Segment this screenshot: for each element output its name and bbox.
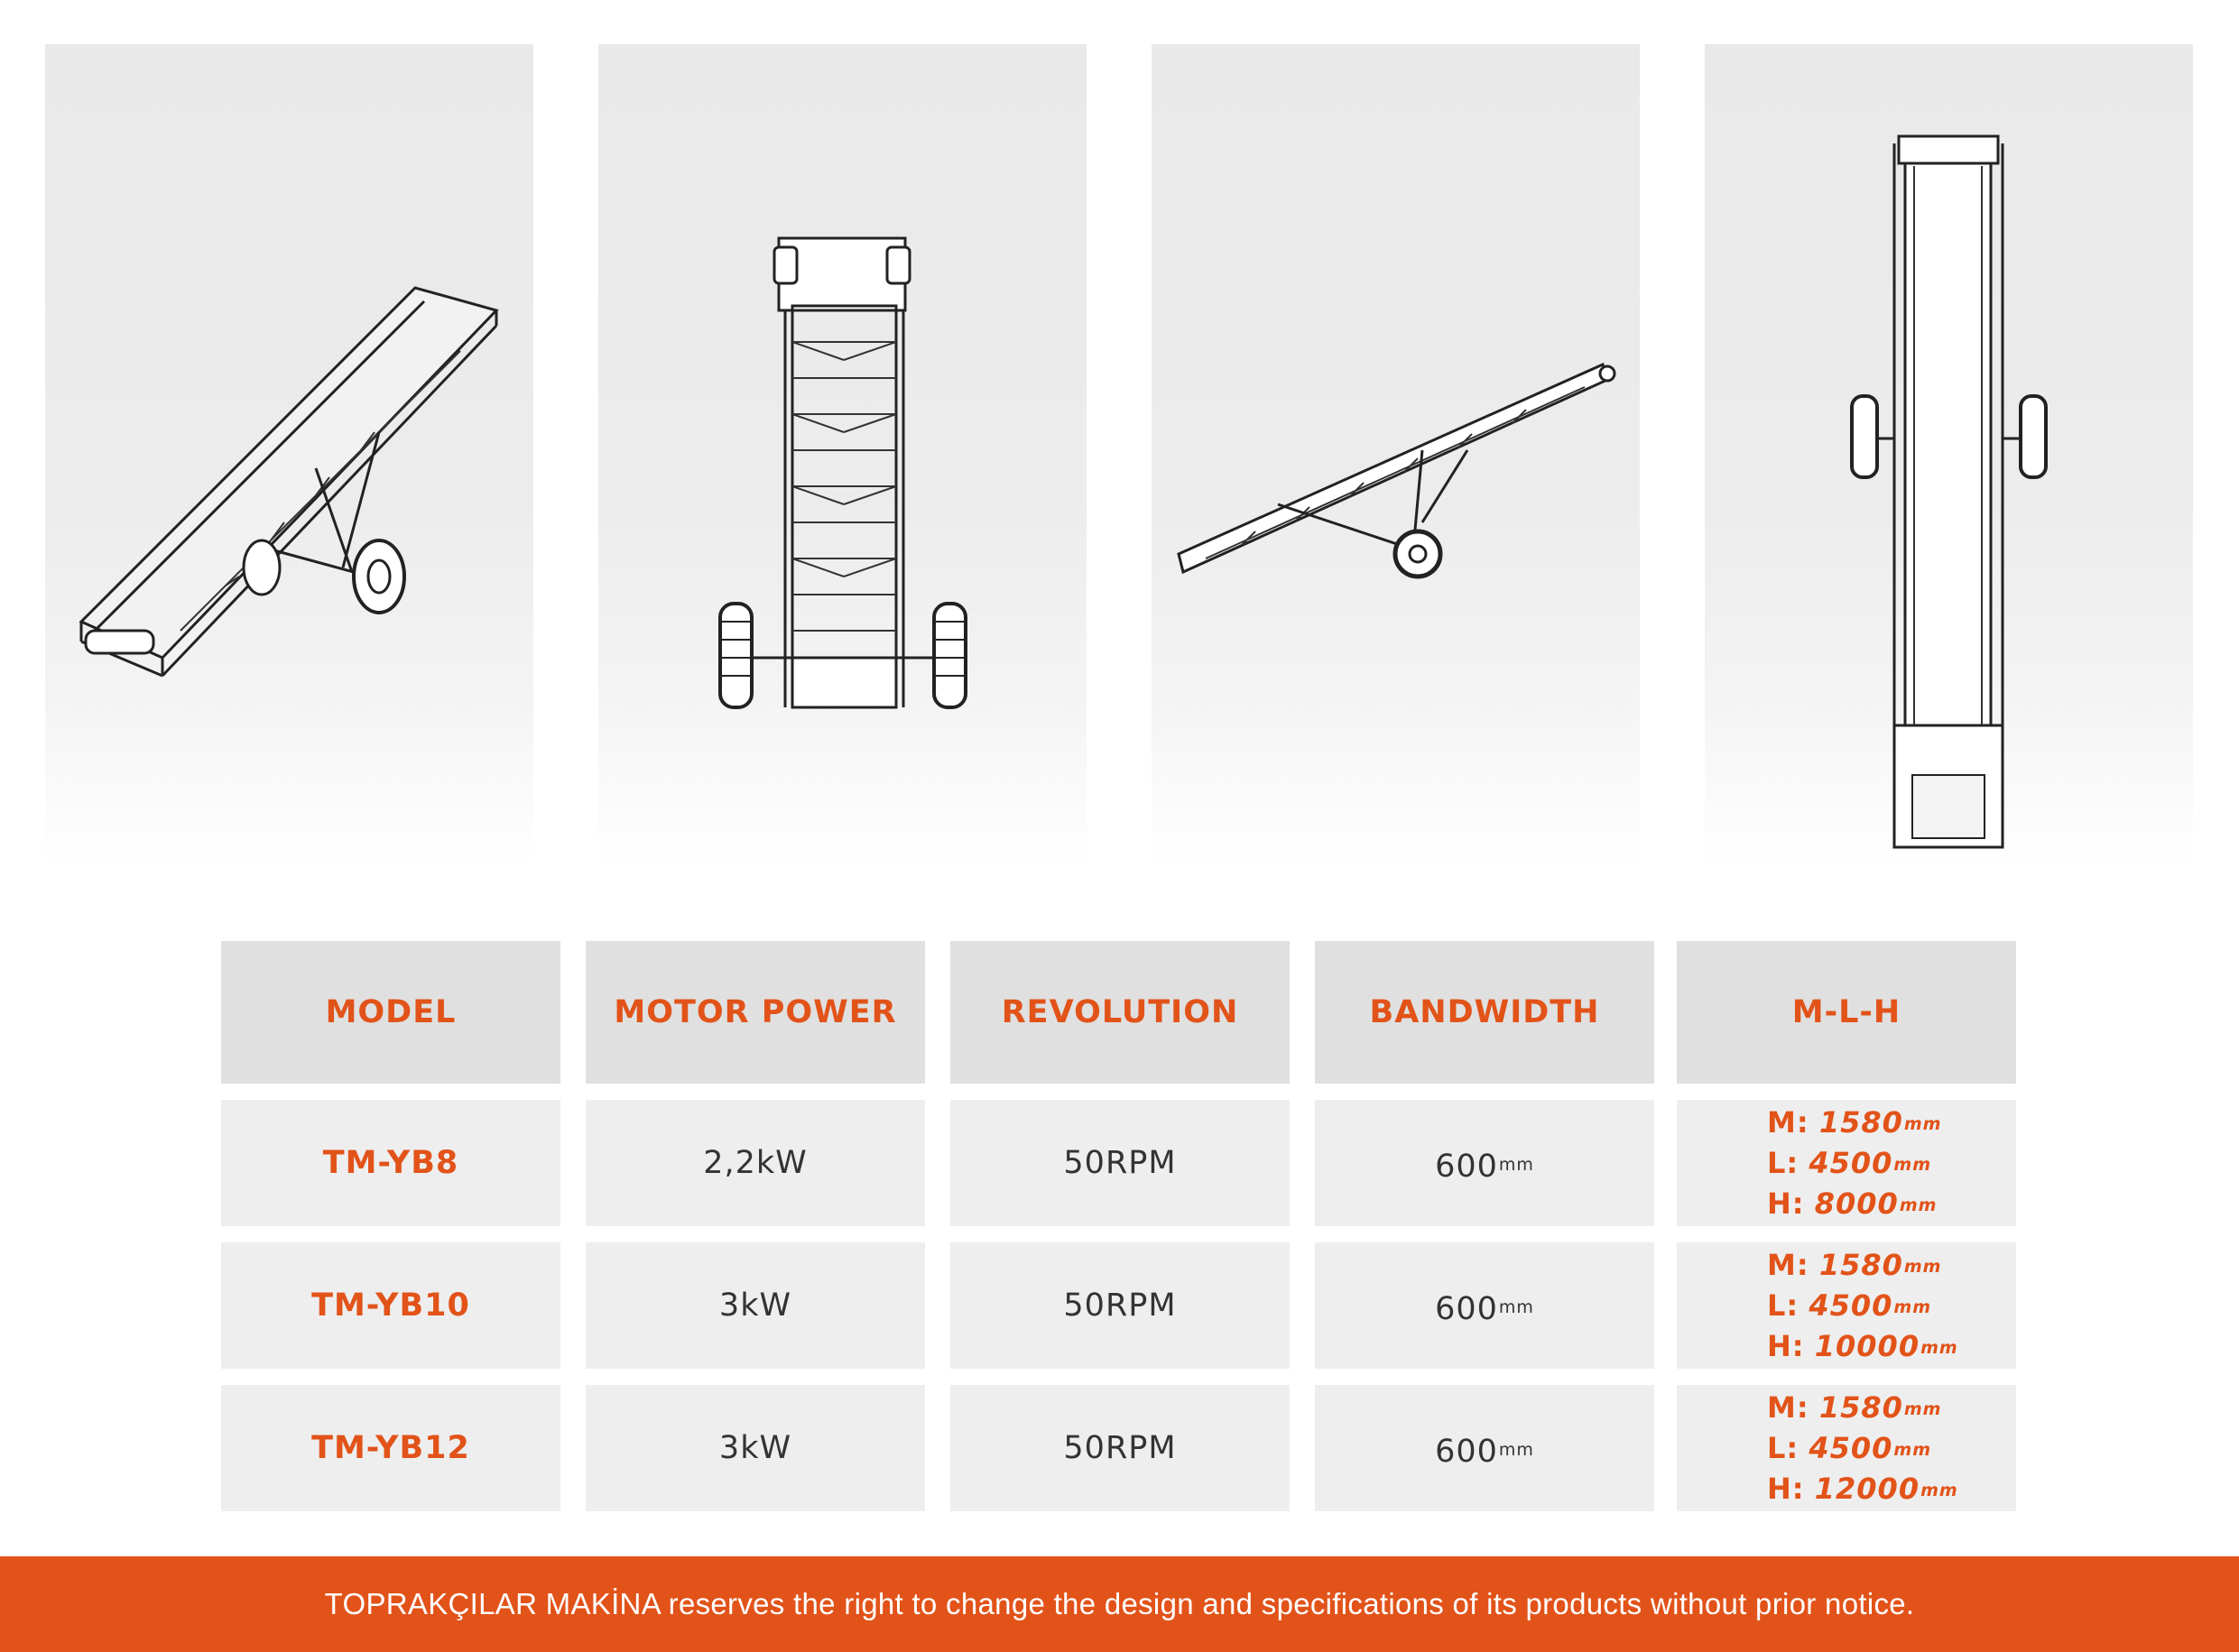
conveyor-side-view xyxy=(1152,44,1640,865)
mlh-cell: M: 1580mm L: 4500mm H: 12000mm xyxy=(1677,1385,2016,1511)
dimension-h: H: 8000mm xyxy=(1767,1186,1938,1221)
footer-notice: TOPRAKÇILAR MAKİNA reserves the right to… xyxy=(324,1587,1915,1620)
conveyor-perspective-view xyxy=(45,44,533,865)
dimension-m: M: 1580mm xyxy=(1767,1104,1942,1140)
mlh-cell: M: 1580mm L: 4500mm H: 8000mm xyxy=(1677,1100,2016,1226)
motor-power-cell: 3kW xyxy=(586,1385,925,1511)
unit-mm: mm xyxy=(1498,1297,1534,1317)
model-cell: TM-YB10 xyxy=(221,1242,560,1369)
footer-bar: TOPRAKÇILAR MAKİNA reserves the right to… xyxy=(0,1556,2239,1652)
model-cell: TM-YB12 xyxy=(221,1385,560,1511)
revolution-cell: 50RPM xyxy=(950,1242,1290,1369)
conveyor-front-view xyxy=(598,44,1087,865)
dimension-l: L: 4500mm xyxy=(1767,1430,1932,1465)
motor-power-cell: 3kW xyxy=(586,1242,925,1369)
header-bandwidth: BANDWIDTH xyxy=(1315,941,1654,1084)
dimension-m: M: 1580mm xyxy=(1767,1247,1942,1282)
model-cell: TM-YB8 xyxy=(221,1100,560,1226)
revolution-cell: 50RPM xyxy=(950,1100,1290,1226)
unit-mm: mm xyxy=(1498,1155,1534,1175)
header-model: MODEL xyxy=(221,941,560,1084)
header-motor-power: MOTOR POWER xyxy=(586,941,925,1084)
bandwidth-value: 600 xyxy=(1435,1291,1498,1327)
conveyor-top-view xyxy=(1705,44,2193,865)
mlh-cell: M: 1580mm L: 4500mm H: 10000mm xyxy=(1677,1242,2016,1369)
header-revolution: REVOLUTION xyxy=(950,941,1290,1084)
dimension-h: H: 12000mm xyxy=(1767,1471,1958,1506)
bandwidth-value: 600 xyxy=(1435,1149,1498,1185)
dimension-l: L: 4500mm xyxy=(1767,1145,1932,1180)
dimension-m: M: 1580mm xyxy=(1767,1389,1942,1425)
dimension-h: H: 10000mm xyxy=(1767,1328,1958,1363)
dimension-l: L: 4500mm xyxy=(1767,1287,1932,1323)
motor-power-cell: 2,2kW xyxy=(586,1100,925,1226)
revolution-cell: 50RPM xyxy=(950,1385,1290,1511)
header-mlh: M-L-H xyxy=(1677,941,2016,1084)
unit-mm: mm xyxy=(1498,1440,1534,1460)
bandwidth-value: 600 xyxy=(1435,1434,1498,1470)
